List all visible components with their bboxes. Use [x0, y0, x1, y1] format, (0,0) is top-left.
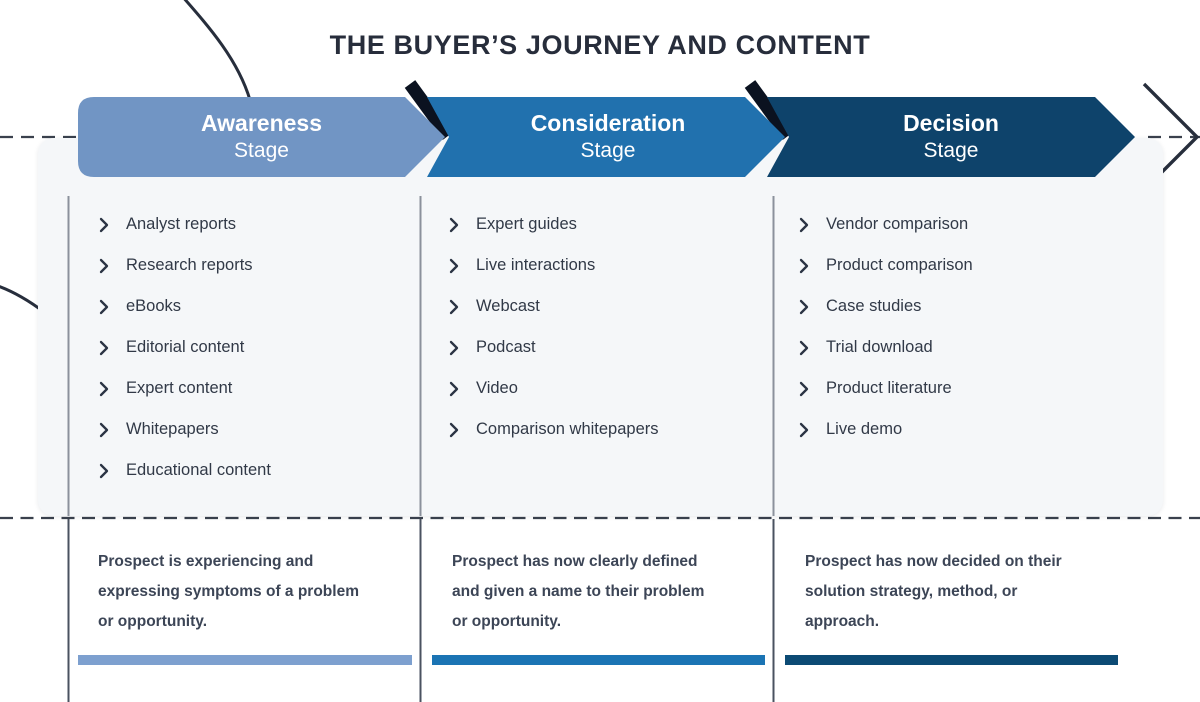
- list-item: Expert content: [99, 368, 271, 409]
- stage-underline-bar-awareness: [78, 655, 412, 665]
- stage-subtitle: Stage: [923, 139, 979, 162]
- chevron-right-icon: [799, 381, 809, 396]
- list-item-label: Comparison whitepapers: [476, 420, 659, 438]
- list-item-label: Analyst reports: [126, 215, 237, 233]
- list-item: Editorial content: [99, 327, 271, 368]
- stage-description-consideration: Prospect has now clearly defined and giv…: [452, 553, 705, 630]
- list-item: Comparison whitepapers: [449, 409, 659, 450]
- list-item-label: Vendor comparison: [826, 215, 969, 233]
- consideration-content-list: Expert guides Live interactions Webcast …: [449, 204, 659, 450]
- list-item: Expert guides: [449, 204, 659, 245]
- chevron-right-icon: [799, 217, 809, 232]
- stage-label-decision: Decision Stage: [767, 103, 1135, 171]
- list-item-label: Live interactions: [476, 256, 596, 274]
- chevron-right-icon: [449, 422, 459, 437]
- chevron-right-icon: [99, 463, 109, 478]
- stage-subtitle: Stage: [580, 139, 636, 162]
- list-item: eBooks: [99, 286, 271, 327]
- chevron-right-icon: [449, 381, 459, 396]
- stage-underline-bar-consideration: [432, 655, 765, 665]
- chevron-right-icon: [799, 258, 809, 273]
- chevron-right-icon: [99, 217, 109, 232]
- list-item: Educational content: [99, 450, 271, 491]
- chevron-right-icon: [99, 299, 109, 314]
- list-item-label: Case studies: [826, 297, 922, 315]
- list-item-label: Webcast: [476, 297, 540, 315]
- list-item: Case studies: [799, 286, 973, 327]
- list-item-label: Podcast: [476, 338, 536, 356]
- list-item: Vendor comparison: [799, 204, 973, 245]
- chevron-right-icon: [99, 340, 109, 355]
- list-item: Whitepapers: [99, 409, 271, 450]
- stage-name: Decision: [903, 110, 999, 136]
- list-item-label: Educational content: [126, 461, 271, 479]
- list-item: Trial download: [799, 327, 973, 368]
- chevron-right-icon: [449, 217, 459, 232]
- stage-name: Awareness: [200, 110, 323, 136]
- chevron-right-icon: [449, 340, 459, 355]
- list-item-label: Product comparison: [826, 256, 973, 274]
- chevron-right-icon: [99, 381, 109, 396]
- chevron-right-icon: [799, 299, 809, 314]
- list-item: Live interactions: [449, 245, 659, 286]
- stage-underline-bar-decision: [785, 655, 1118, 665]
- list-item-label: Live demo: [826, 420, 903, 438]
- chevron-right-icon: [449, 258, 459, 273]
- list-item: Product literature: [799, 368, 973, 409]
- stage-name: Consideration: [530, 110, 686, 136]
- chevron-right-icon: [799, 340, 809, 355]
- page-title: THE BUYER’S JOURNEY AND CONTENT: [329, 30, 871, 60]
- list-item: Webcast: [449, 286, 659, 327]
- chevron-right-icon: [799, 422, 809, 437]
- content-card: [38, 138, 1163, 516]
- list-item-label: Research reports: [126, 256, 253, 274]
- chevron-right-icon: [99, 258, 109, 273]
- decision-content-list: Vendor comparison Product comparison Cas…: [799, 204, 973, 450]
- stage-label-awareness: Awareness Stage: [78, 103, 445, 171]
- stage-subtitle: Stage: [234, 139, 289, 162]
- list-item-label: Whitepapers: [126, 420, 219, 438]
- stage-description-awareness: Prospect is experiencing and expressing …: [98, 553, 359, 630]
- list-item-label: Expert guides: [476, 215, 577, 233]
- list-item: Video: [449, 368, 659, 409]
- list-item-label: Editorial content: [126, 338, 245, 356]
- list-item-label: Video: [476, 379, 518, 397]
- list-item: Research reports: [99, 245, 271, 286]
- chevron-right-icon: [99, 422, 109, 437]
- list-item: Live demo: [799, 409, 973, 450]
- awareness-content-list: Analyst reports Research reports eBooks …: [99, 204, 271, 491]
- chevron-right-icon: [449, 299, 459, 314]
- stage-description-decision: Prospect has now decided on their soluti…: [805, 553, 1062, 630]
- list-item: Product comparison: [799, 245, 973, 286]
- stage-label-consideration: Consideration Stage: [427, 103, 789, 171]
- list-item: Podcast: [449, 327, 659, 368]
- list-item-label: Expert content: [126, 379, 233, 397]
- list-item-label: Trial download: [826, 338, 933, 356]
- list-item-label: Product literature: [826, 379, 952, 397]
- list-item-label: eBooks: [126, 297, 182, 315]
- list-item: Analyst reports: [99, 204, 271, 245]
